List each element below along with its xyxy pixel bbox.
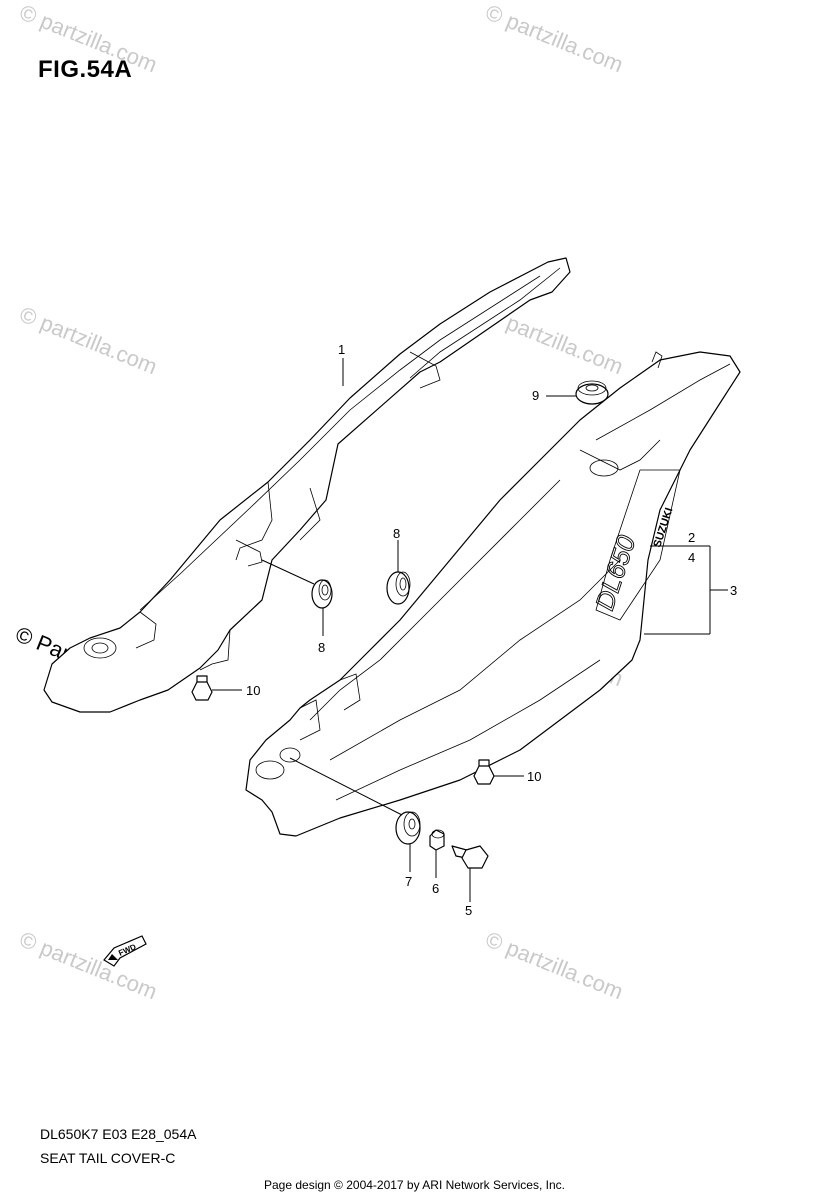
leader-lines (212, 358, 728, 902)
callout-8: 8 (318, 640, 325, 655)
part-3-seat-tail-cover[interactable] (245, 351, 741, 837)
part-10-clip[interactable] (473, 759, 495, 785)
figure-title: FIG.54A (38, 56, 133, 83)
callout-10: 10 (527, 769, 541, 784)
part-9-grommet[interactable] (575, 380, 609, 405)
part-5-bolt[interactable] (451, 845, 489, 869)
callout-9: 9 (532, 388, 539, 403)
callout-7: 7 (405, 874, 412, 889)
callout-4: 4 (688, 550, 695, 565)
callout-5: 5 (465, 903, 472, 918)
part-7-cushion[interactable] (289, 757, 421, 845)
diagram-code: DL650K7 E03 E28_054A (40, 1126, 197, 1142)
callout-3: 3 (730, 583, 737, 598)
watermark-text: © partzilla.com (482, 0, 627, 77)
callout-6: 6 (432, 881, 439, 896)
part-10-clip[interactable] (191, 675, 213, 701)
callout-labels: 1 2 4 3 9 8 8 10 10 7 6 5 (246, 342, 737, 918)
watermark-text: © partzilla.com (482, 926, 627, 1004)
part-8-cushion[interactable] (261, 559, 333, 609)
watermark-text: © partzilla.com (16, 0, 161, 77)
fwd-arrow-icon: FWD (103, 935, 147, 967)
watermark-text: © partzilla.com (16, 301, 161, 379)
page-footer: Page design © 2004-2017 by ARI Network S… (263, 1178, 565, 1192)
callout-1: 1 (338, 342, 345, 357)
diagram-name: SEAT TAIL COVER-C (40, 1150, 176, 1166)
part-8-cushion[interactable] (386, 571, 411, 605)
fwd-label: FWD (117, 942, 138, 958)
callout-2: 2 (688, 530, 695, 545)
part-6-collar[interactable] (429, 829, 445, 851)
callout-10: 10 (246, 683, 260, 698)
callout-8: 8 (393, 526, 400, 541)
part-1-left-frame-cover[interactable] (43, 257, 571, 713)
